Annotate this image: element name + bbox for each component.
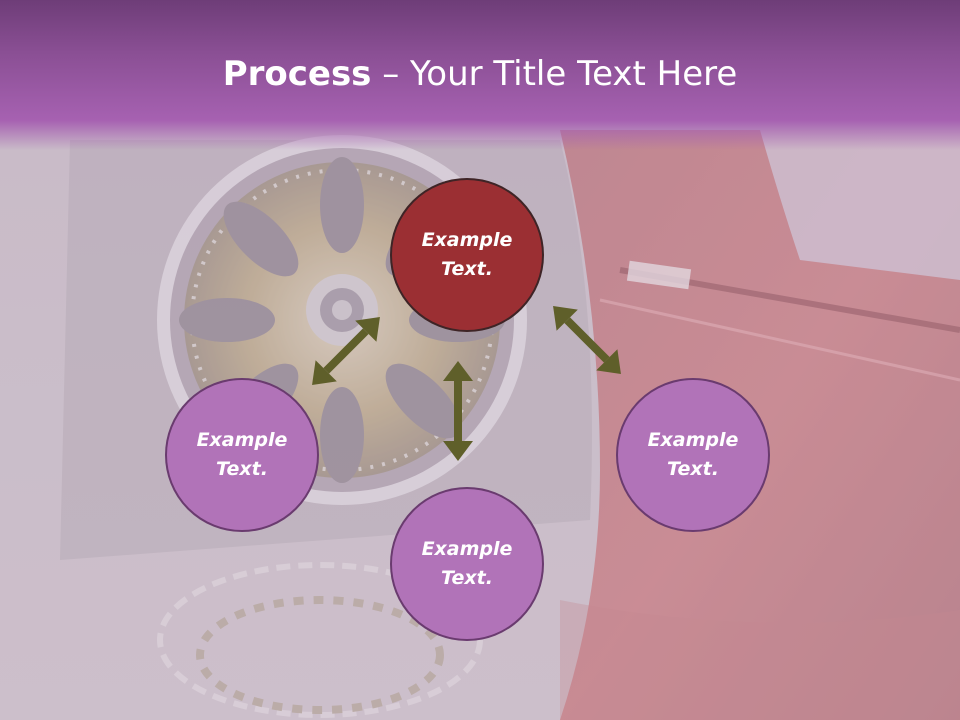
title-bold: Process bbox=[222, 54, 372, 94]
node-right-line2: Text. bbox=[667, 458, 719, 480]
node-bottom-line1: Example bbox=[421, 538, 513, 560]
double-arrow-vertical bbox=[443, 361, 473, 461]
node-right-line1: Example bbox=[647, 429, 739, 451]
title-bar bbox=[0, 0, 960, 150]
node-top-line1: Example bbox=[421, 229, 513, 251]
double-arrow-top-right bbox=[553, 306, 621, 374]
node-left-line2: Text. bbox=[216, 458, 268, 480]
double-arrow-top-left bbox=[312, 317, 380, 385]
title-rest: – Your Title Text Here bbox=[371, 54, 738, 94]
node-top-line2: Text. bbox=[441, 258, 493, 280]
slide-title: Process – Your Title Text Here bbox=[0, 52, 960, 96]
node-bottom-line2: Text. bbox=[441, 567, 493, 589]
node-left-line1: Example bbox=[196, 429, 288, 451]
